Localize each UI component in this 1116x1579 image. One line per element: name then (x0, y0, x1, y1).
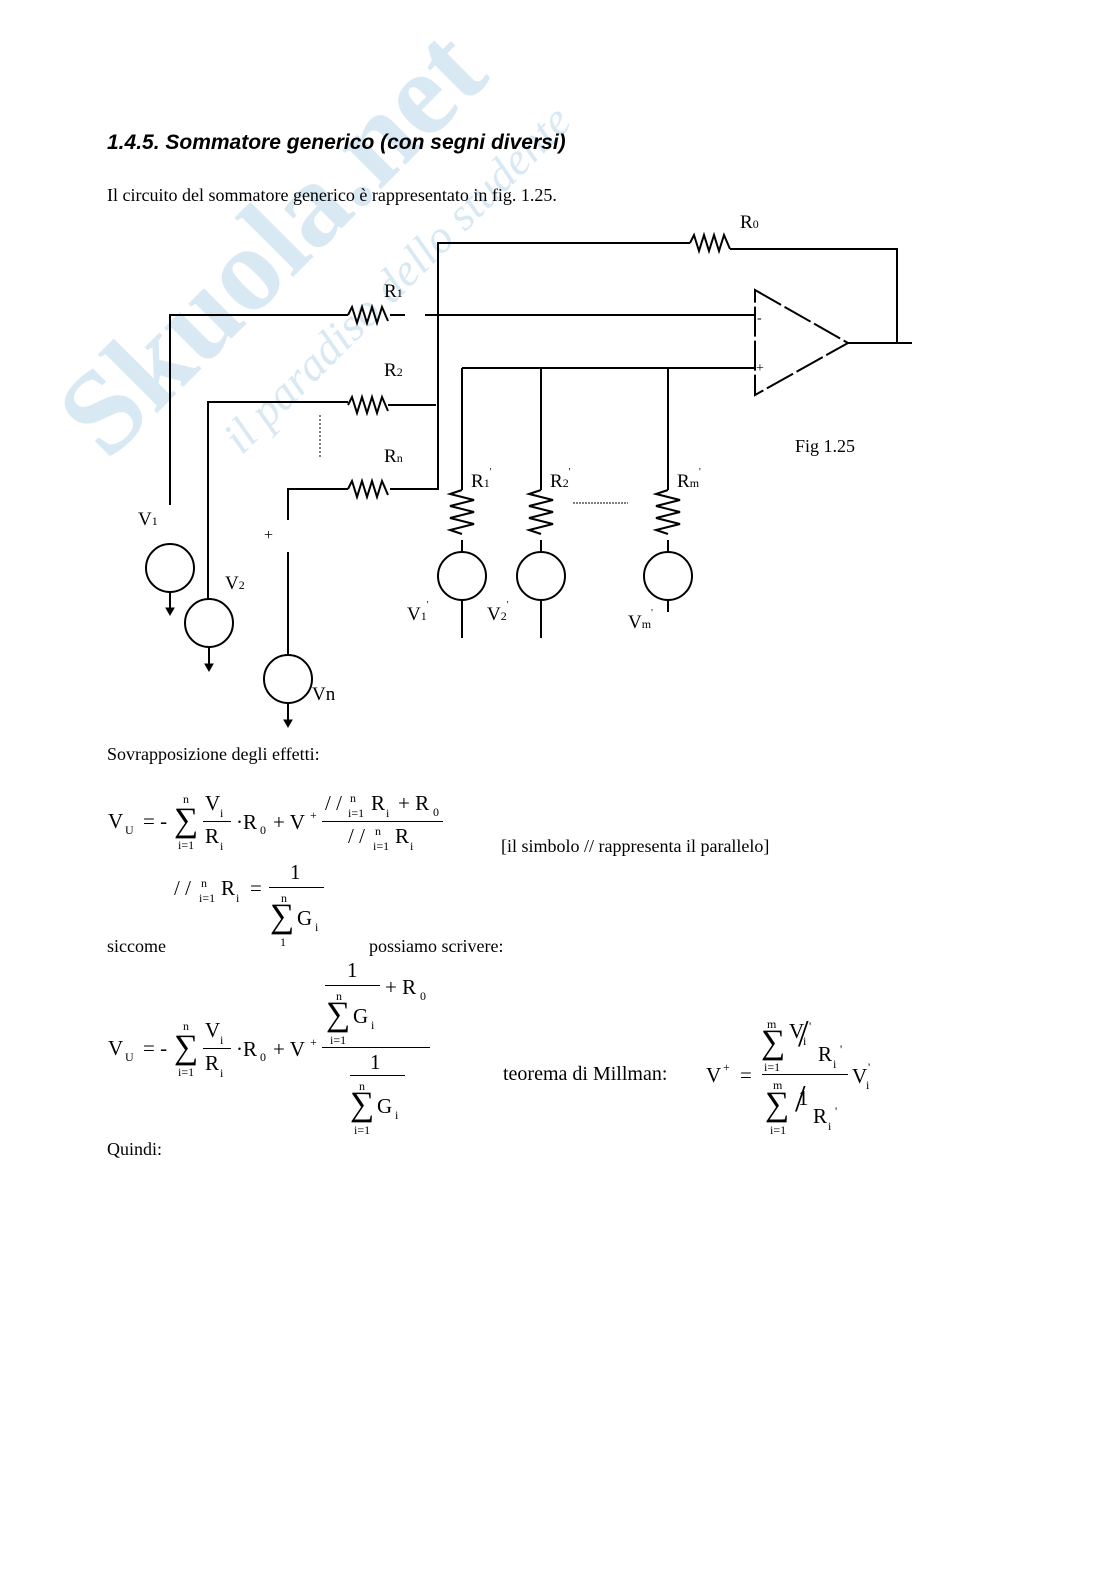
possiamo-text: possiamo scrivere: (369, 936, 504, 956)
resistor-r2-prime (525, 489, 554, 535)
label-vm-prime: V (628, 612, 642, 633)
label-v1-prime: V (407, 604, 421, 625)
resistor-rm-prime (652, 489, 681, 535)
resistor-r0 (689, 231, 731, 255)
svg-text:Vm': Vm' (628, 608, 653, 633)
source-plus: + (264, 527, 273, 544)
siccome-text: siccome (107, 936, 166, 956)
source-v1-prime (437, 551, 487, 601)
svg-text:R2': R2' (550, 467, 571, 492)
svg-text:R2: R2 (384, 360, 403, 381)
svg-text:V2: V2 (225, 573, 245, 594)
parallel-note: [il simbolo // rappresenta il parallelo] (501, 836, 770, 856)
svg-text:Rm': Rm' (677, 467, 701, 492)
source-v2-prime (516, 551, 566, 601)
svg-text:R1: R1 (384, 281, 403, 302)
resistor-r1 (347, 303, 389, 327)
right-wires (461, 368, 669, 638)
r2-wire (207, 401, 436, 600)
label-rm-prime: R (677, 471, 690, 492)
svg-text:Rn: Rn (384, 446, 403, 467)
label-v2-prime: V (487, 604, 501, 625)
intro-paragraph: Il circuito del sommatore generico è rap… (107, 185, 557, 205)
label-r1: R (384, 281, 397, 302)
r1-wire (169, 314, 405, 505)
label-rn: R (384, 446, 397, 467)
section-heading: 1.4.5. Sommatore generico (con segni div… (107, 131, 566, 154)
quindi-text: Quindi: (107, 1139, 163, 1159)
feedback-wire (437, 242, 912, 490)
svg-text:V1': V1' (407, 600, 429, 625)
label-r0: R (740, 212, 753, 233)
source-vn (263, 654, 313, 704)
figure-caption: Fig 1.25 (795, 436, 855, 456)
resistor-r2 (347, 393, 389, 417)
circuit-diagram: R0 R1 R2 Rn R1' R2' Rm' V1 V2 Vn V1' V2'… (138, 212, 912, 729)
svg-text:V2': V2' (487, 600, 509, 625)
arrow-heads (165, 607, 293, 729)
label-v2: V (225, 573, 239, 594)
rn-wire (287, 488, 438, 655)
label-v1: V (138, 509, 152, 530)
source-v2 (184, 598, 234, 648)
svg-text:R1': R1' (471, 467, 492, 492)
resistor-rn (347, 477, 389, 501)
superposition-label: Sovrapposizione degli effetti: (107, 744, 320, 764)
op-amp-minus: - (757, 311, 762, 326)
svg-text:V1: V1 (138, 509, 158, 530)
svg-text:R0: R0 (740, 212, 759, 233)
op-amp (754, 288, 851, 397)
resistor-r1-prime (446, 489, 475, 535)
source-vm-prime (643, 551, 693, 601)
label-r2-prime: R (550, 471, 563, 492)
source-v1 (145, 543, 195, 593)
label-r1-prime: R (471, 471, 484, 492)
millman-label: teorema di Millman: (503, 1063, 668, 1085)
op-amp-plus: + (756, 361, 764, 376)
label-vn: Vn (312, 684, 336, 705)
label-r2: R (384, 360, 397, 381)
